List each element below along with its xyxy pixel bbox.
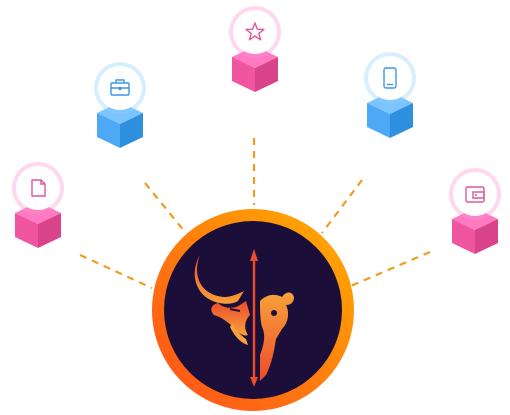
connector-wallet bbox=[345, 250, 431, 290]
cube bbox=[367, 92, 413, 138]
cube bbox=[232, 46, 278, 92]
connector-phone bbox=[321, 179, 363, 234]
node-star[interactable] bbox=[225, 6, 285, 96]
document-icon bbox=[31, 179, 46, 197]
connector-document bbox=[79, 254, 153, 289]
node-wallet[interactable] bbox=[445, 168, 505, 258]
cube bbox=[15, 202, 61, 248]
briefcase-icon bbox=[110, 79, 130, 96]
cube bbox=[97, 102, 143, 148]
node-phone[interactable] bbox=[360, 52, 420, 142]
star-icon bbox=[245, 22, 265, 41]
node-briefcase[interactable] bbox=[90, 62, 150, 152]
cube bbox=[452, 208, 498, 254]
wallet-icon bbox=[465, 186, 485, 203]
connector-briefcase bbox=[144, 182, 186, 233]
node-document[interactable] bbox=[8, 162, 68, 252]
bull-bear-logo bbox=[194, 249, 294, 387]
hub-circle bbox=[152, 209, 354, 411]
phone-icon bbox=[383, 67, 397, 89]
